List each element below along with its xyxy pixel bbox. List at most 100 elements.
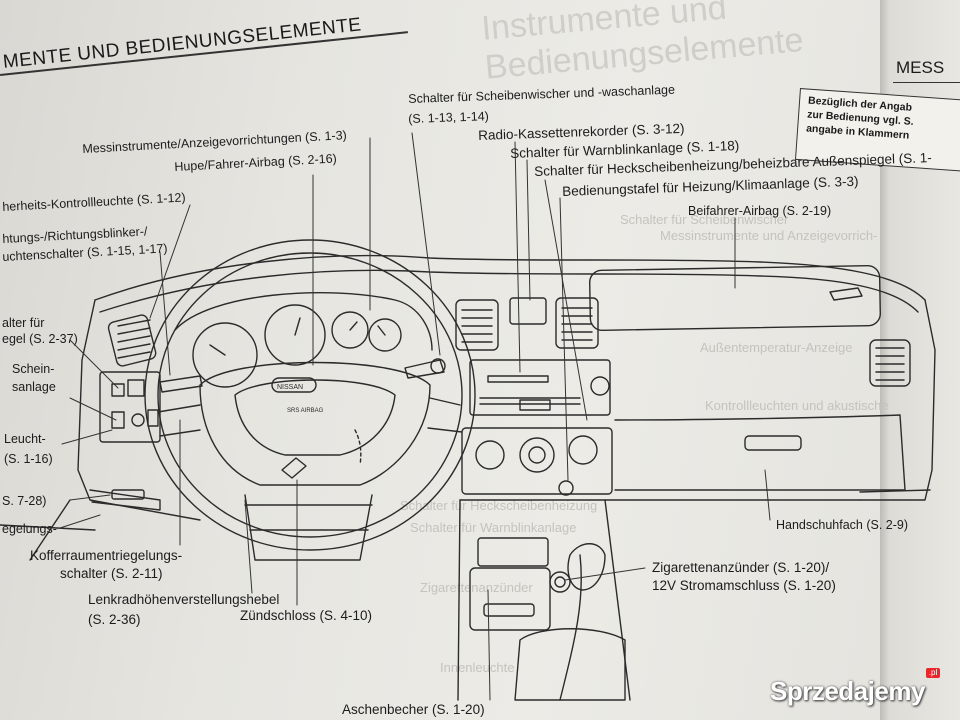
watermark-logo: Sprzedajemy (770, 676, 925, 707)
climate-knob-inner-2 (528, 446, 546, 464)
label-schein-1: Schein- (12, 362, 55, 376)
center-vent-left (455, 299, 499, 351)
zundschloss-slot (354, 429, 362, 466)
watermark-suffix: .pl (926, 668, 940, 678)
right-vent-top (829, 287, 863, 301)
gauge-small-2 (368, 318, 402, 352)
right-vent-slats (875, 347, 905, 381)
center-vent-right-slats (561, 307, 593, 341)
right-stalk (404, 359, 445, 379)
radio-display (519, 399, 551, 411)
label-wischer-2: (S. 1-13, 1-14) (408, 109, 490, 126)
needle-3 (349, 321, 358, 331)
gear-boot (514, 628, 626, 701)
gauge-speedo (192, 322, 258, 388)
right-vent (869, 339, 911, 387)
column-shroud (244, 504, 373, 531)
lighter-inner (554, 576, 566, 588)
label-spiegel-1: alter für (2, 316, 45, 330)
hub-badge-text: NISSAN (277, 384, 303, 391)
wheel-hub (199, 361, 431, 486)
climate-knob-1 (475, 440, 505, 470)
label-s728: S. 7-28) (2, 494, 47, 508)
right-stalk-tip (430, 358, 446, 374)
climate-button (558, 480, 574, 496)
needle-1 (209, 344, 226, 356)
glovebox (614, 414, 906, 491)
watermark-text: Sprzedajemy (770, 676, 925, 706)
steering-wheel-inner (157, 252, 463, 538)
center-vent-left-slats (461, 309, 493, 343)
console-right (604, 499, 631, 701)
label-koffer-2: schalter (S. 2-11) (60, 566, 163, 581)
door-line-left (0, 524, 96, 531)
cluster-hood (174, 291, 433, 351)
label-beifahrer: Beifahrer-Airbag (S. 2-19) (688, 204, 832, 218)
knob-d (131, 413, 145, 427)
ashtray-lid (483, 603, 535, 617)
label-koffer-1: Kofferraumentriegelungs- (30, 548, 183, 563)
label-zigarette-1: Zigarettenanzünder (S. 1-20)/ (652, 560, 830, 575)
label-schein-2: sanlage (12, 380, 56, 394)
ghost-line: Messinstrumente und Anzeigevorrich- (660, 228, 878, 243)
radio-knob-right (590, 376, 610, 396)
left-vent-slats (117, 319, 151, 359)
switch-e (147, 409, 159, 427)
facing-title-rule (893, 82, 960, 83)
dash-top-inner (99, 269, 919, 313)
left-switch-panel (99, 371, 161, 443)
gear-lever (559, 554, 582, 701)
label-zuendschloss: Zündschloss (S. 4-10) (240, 608, 373, 623)
label-aschenbecher: Aschenbecher (S. 1-20) (342, 702, 485, 717)
ghost-line: Schalter für Scheibenwischer (620, 212, 789, 227)
ghost-line: Kontrollleuchten und akustische (705, 398, 889, 413)
dash-top-outline (94, 254, 926, 301)
dash-bottom-right-2 (859, 489, 931, 493)
label-leucht-2: (S. 1-16) (4, 452, 53, 466)
steering-wheel-outer (144, 239, 476, 551)
ghost-line: Zigarettenanzünder (420, 580, 533, 595)
switch-b (127, 379, 145, 397)
spoke-right (427, 397, 463, 433)
needle-4 (377, 325, 386, 336)
hazard-switch (509, 297, 547, 325)
label-lenkrad-2: (S. 2-36) (88, 612, 141, 627)
ignition-slot (281, 457, 307, 479)
left-lower-trim (89, 489, 161, 511)
switch-a (111, 383, 125, 397)
radio-buttons (479, 397, 581, 405)
gear-knob (567, 543, 606, 591)
console-tray (477, 537, 549, 567)
ghost-line: Schalter für Warnblinkanlage (410, 520, 577, 535)
ashtray (469, 567, 551, 631)
label-lenkrad-1: Lenkradhöhenverstellungshebel (88, 592, 280, 607)
left-vent (107, 314, 157, 367)
radio-slot (487, 375, 549, 383)
lighter (549, 571, 571, 593)
hub-inner (234, 379, 396, 456)
center-vent-right (555, 297, 599, 349)
glovebox-handle (744, 435, 802, 451)
climate-knob-3 (568, 435, 598, 465)
label-spiegel-2: egel (S. 2-37) (2, 332, 78, 346)
gauge-tacho (264, 304, 326, 366)
steering-column (244, 494, 373, 561)
label-egelungs: egelungs- (2, 522, 57, 536)
left-stalk (159, 375, 203, 393)
label-handschuh: Handschuhfach (S. 2-9) (776, 518, 909, 532)
ghost-line: Schalter für Heckscheibenheizung (400, 498, 598, 513)
a-pillar-left (29, 499, 71, 561)
spoke-left (157, 404, 201, 437)
climate-panel (461, 427, 613, 495)
hub-airbag-text: SRS AIRBAG (287, 408, 324, 414)
ghost-line: Außentemperatur-Anzeige (700, 340, 853, 355)
gauge-small-1 (331, 311, 369, 349)
console-left (457, 499, 461, 701)
facing-page-title: MESS (896, 58, 945, 77)
climate-knob-2 (519, 437, 555, 473)
radio-unit (469, 359, 611, 416)
dash-lower-line (77, 299, 201, 521)
callout-lines (59, 132, 771, 701)
